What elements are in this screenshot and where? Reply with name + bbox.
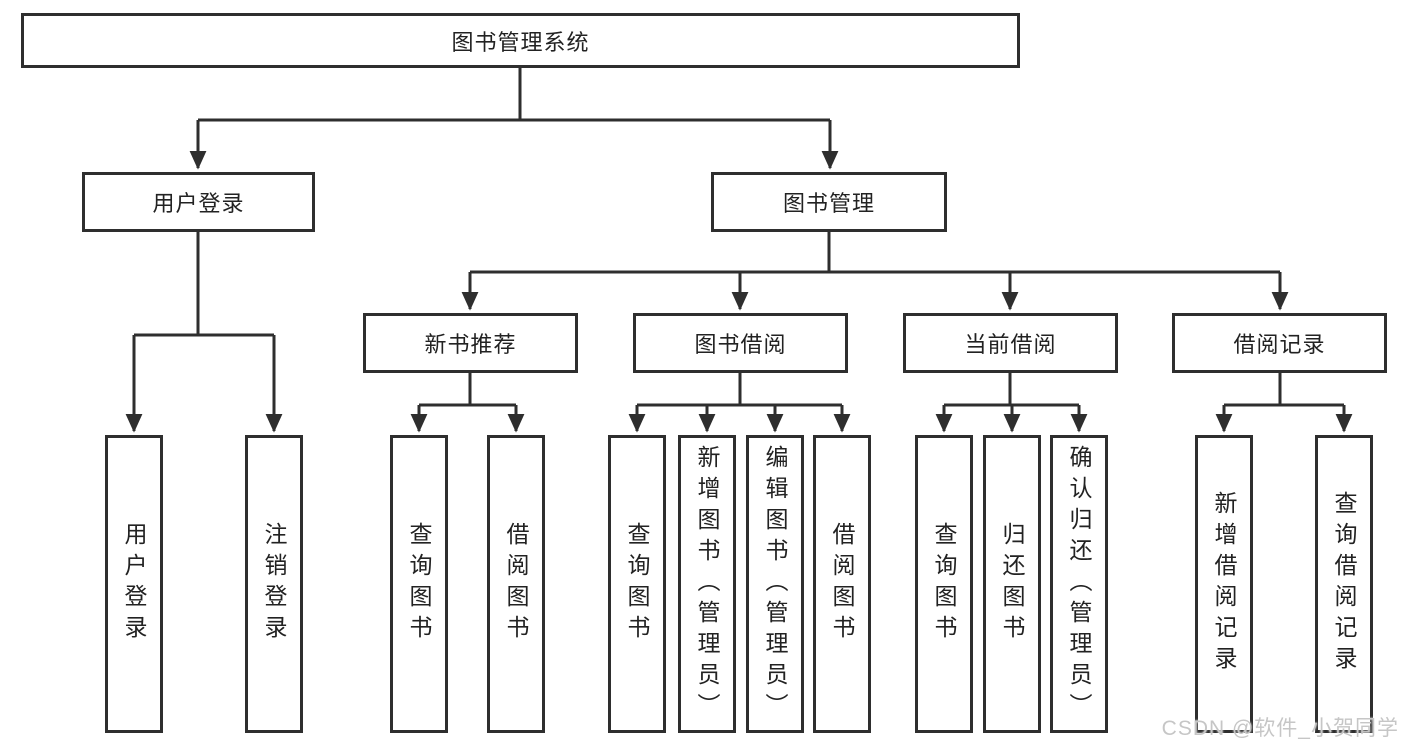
- leaf-current-query-book: 查询图书: [915, 435, 973, 733]
- leaf-current-confirm-return-admin: 确认归还（管理员）: [1050, 435, 1108, 733]
- node-user-login: 用户登录: [82, 172, 315, 232]
- node-book-borrow: 图书借阅: [633, 313, 848, 373]
- leaf-borrow-edit-book-admin: 编辑图书（管理员）: [746, 435, 804, 733]
- node-borrow-records: 借阅记录: [1172, 313, 1387, 373]
- node-book-management: 图书管理: [711, 172, 947, 232]
- leaf-user-login: 用户登录: [105, 435, 163, 733]
- watermark: CSDN @软件_小贺同学: [1161, 717, 1399, 740]
- leaf-logout: 注销登录: [245, 435, 303, 733]
- node-current-borrow: 当前借阅: [903, 313, 1118, 373]
- node-new-book-recommend: 新书推荐: [363, 313, 578, 373]
- node-root: 图书管理系统: [21, 13, 1020, 68]
- leaf-borrow-query-book: 查询图书: [608, 435, 666, 733]
- leaf-newrec-borrow-book: 借阅图书: [487, 435, 545, 733]
- leaf-newrec-query-book: 查询图书: [390, 435, 448, 733]
- leaf-borrow-add-book-admin: 新增图书（管理员）: [678, 435, 736, 733]
- leaf-records-query-record: 查询借阅记录: [1315, 435, 1373, 733]
- leaf-current-return-book: 归还图书: [983, 435, 1041, 733]
- leaf-borrow-borrow-book: 借阅图书: [813, 435, 871, 733]
- leaf-records-add-record: 新增借阅记录: [1195, 435, 1253, 733]
